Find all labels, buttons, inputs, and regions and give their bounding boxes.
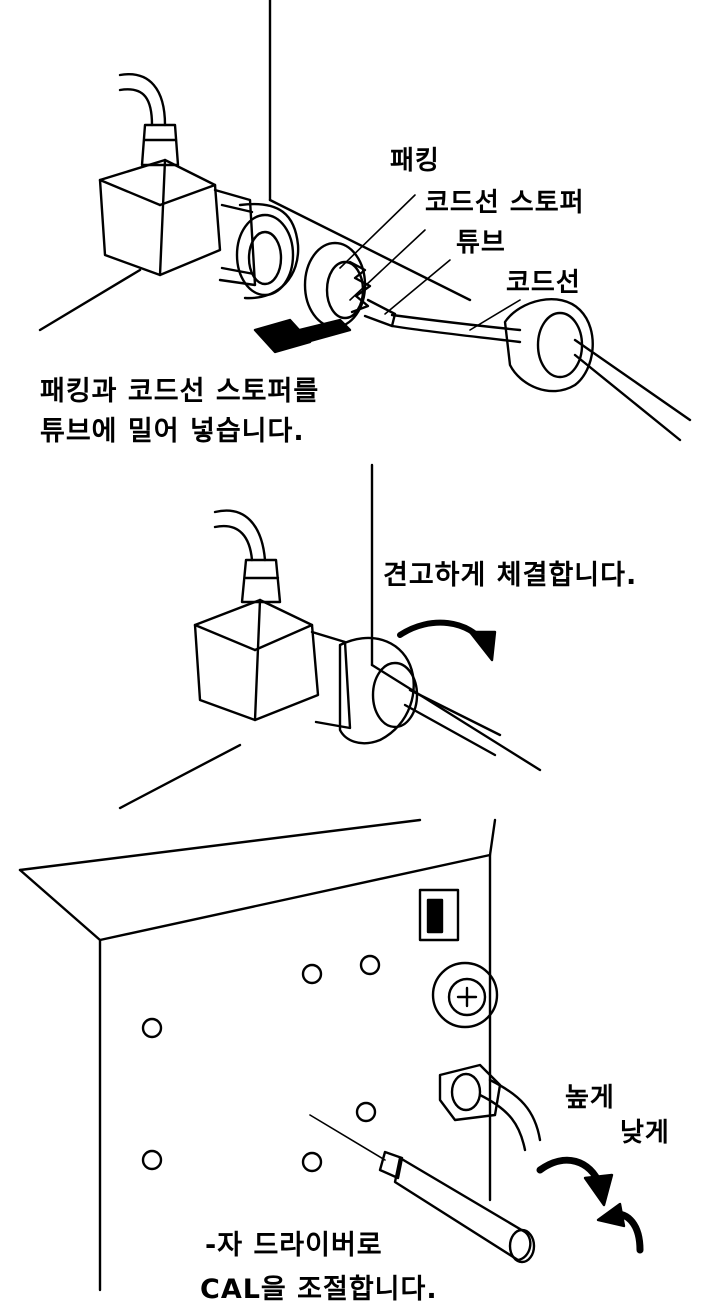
label-tube: 튜브 (456, 228, 506, 258)
step1-instruction-line2: 튜브에 밀어 넣습니다. (40, 416, 305, 447)
step3-instruction-line2: CAL을 조절합니다. (200, 1274, 438, 1305)
step1-drawing (38, 0, 692, 442)
label-higher: 높게 (565, 1083, 615, 1113)
label-cord-stopper: 코드선 스토퍼 (425, 188, 585, 218)
step2-instruction: 견고하게 체결합니다. (383, 560, 638, 591)
label-packing: 패킹 (390, 146, 440, 176)
step3-drawing (18, 818, 644, 1292)
step2-drawing (118, 463, 542, 810)
step1-instruction-line1: 패킹과 코드선 스토퍼를 (40, 376, 320, 407)
step3-instruction-line1: -자 드라이버로 (205, 1230, 383, 1261)
label-cord: 코드선 (506, 268, 581, 298)
label-lower: 낮게 (620, 1118, 670, 1148)
